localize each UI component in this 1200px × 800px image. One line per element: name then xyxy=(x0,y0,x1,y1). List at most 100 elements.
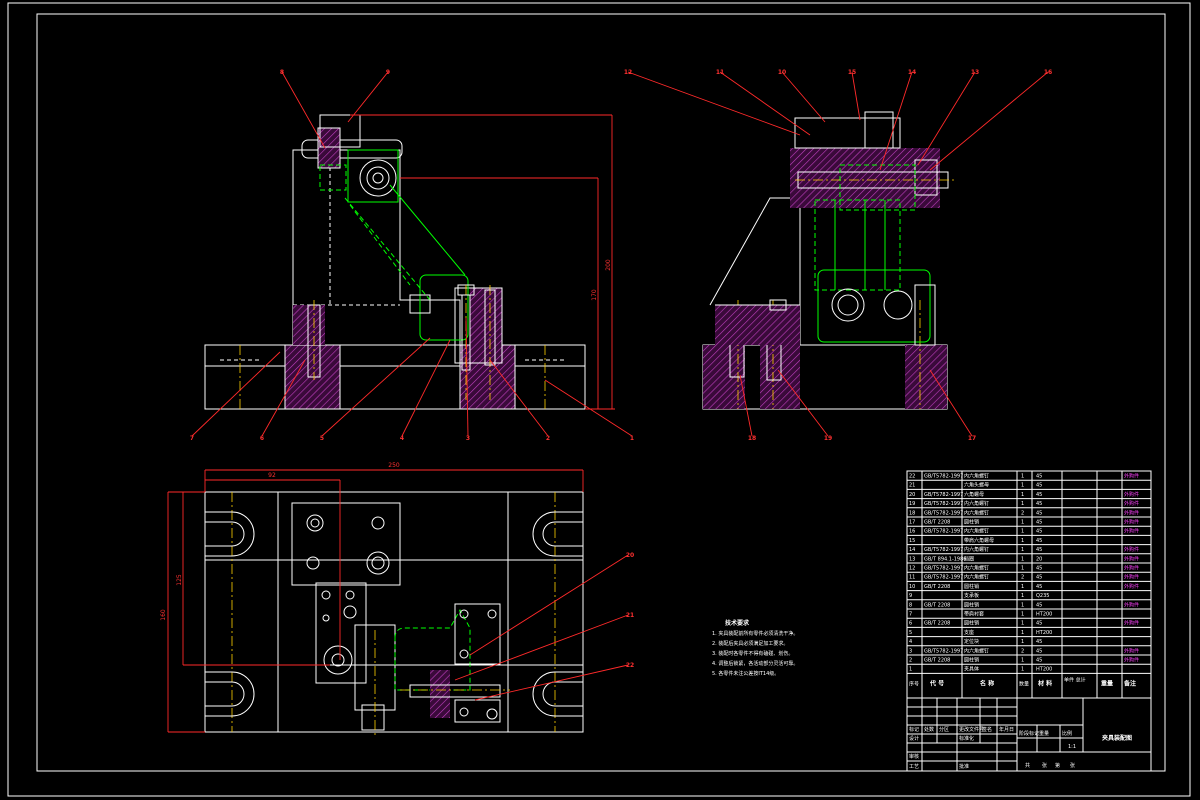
bom-row-no: 14 xyxy=(909,547,915,553)
bom-header-no: 序号 xyxy=(909,680,919,687)
bom-row-code: GB/T5782-1997 xyxy=(924,474,963,480)
technical-requirements: 技术要求 1. 夹具装配前所有零件必须清洗干净。 2. 装配后夹具必须满足加工要… xyxy=(712,619,798,677)
bom-row-qty: 1 xyxy=(1021,501,1024,507)
bom-row-material: 45 xyxy=(1036,492,1042,498)
bom-row-note: 外购件 xyxy=(1124,583,1139,590)
bom-row-name: 夹具体 xyxy=(964,666,979,673)
bom-row-qty: 2 xyxy=(1021,575,1024,581)
bom-row-material: 45 xyxy=(1036,584,1042,590)
bom-row-note: 外购件 xyxy=(1124,601,1139,608)
side-view xyxy=(702,111,955,410)
balloon-side-15: 15 xyxy=(848,69,856,76)
bom-row-qty: 1 xyxy=(1021,483,1024,489)
bom-row-qty: 1 xyxy=(1021,474,1024,480)
bom-row-material: 45 xyxy=(1036,529,1042,535)
bom-row-note: 外购件 xyxy=(1124,528,1139,535)
bom-row-qty: 1 xyxy=(1021,538,1024,544)
bom-row-no: 8 xyxy=(909,602,912,608)
bom-row-qty: 1 xyxy=(1021,566,1024,572)
bom-row-no: 11 xyxy=(909,575,915,581)
bom-row-note: 外购件 xyxy=(1124,620,1139,627)
plan-view: 250 92 160 125 xyxy=(160,462,584,735)
bom-row-no: 4 xyxy=(909,639,912,645)
tb-scale-value: 1:1 xyxy=(1068,744,1076,750)
bom-row-material: 45 xyxy=(1036,566,1042,572)
bom-row-name: 带肩六角螺母 xyxy=(964,537,994,544)
bom-row-no: 17 xyxy=(909,520,915,526)
bom-row-note: 外购件 xyxy=(1124,519,1139,526)
bom-row-note: 外购件 xyxy=(1124,509,1139,516)
tb-row-review: 审核 xyxy=(909,753,919,760)
bom-row-name: 支座 xyxy=(964,629,974,636)
tech-req-line-5: 5. 各零件未注公差按IT14级。 xyxy=(712,670,779,677)
bom-row-note: 外购件 xyxy=(1124,574,1139,581)
dim-plan-h1: 160 xyxy=(160,609,167,621)
tb-col-count: 处数 xyxy=(924,726,934,733)
bom-row-name: 内六角螺钉 xyxy=(964,528,989,535)
bom-row-no: 21 xyxy=(909,483,915,489)
tb-sheet-total-a: 共 xyxy=(1025,762,1030,769)
balloon-front-9: 9 xyxy=(386,69,390,76)
bom-row-no: 13 xyxy=(909,556,915,562)
tb-stage-mark: 阶段标记 xyxy=(1019,730,1039,737)
bom-row-name: 挡圈 xyxy=(964,555,974,562)
tb-std: 标准化 xyxy=(959,735,974,742)
balloon-side-10: 10 xyxy=(778,69,786,76)
bom-row-note: 外购件 xyxy=(1124,657,1139,664)
bom-row-qty: 1 xyxy=(1021,547,1024,553)
balloon-front-8: 8 xyxy=(280,69,284,76)
bom-row-material: HT200 xyxy=(1036,630,1052,636)
bom-row-code: GB/T5782-1997 xyxy=(924,547,963,553)
tb-weight: 重量 xyxy=(1039,730,1049,737)
tb-approve: 批准 xyxy=(959,763,969,770)
bom-row-code: GB/T 2208 xyxy=(924,520,950,526)
bom-row-note: 外购件 xyxy=(1124,546,1139,553)
balloon-front-4: 4 xyxy=(400,435,404,442)
bom-row-name: 圆柱销 xyxy=(964,657,979,664)
bom-row-no: 19 xyxy=(909,501,915,507)
bom-row-name: 内六角螺钉 xyxy=(964,500,989,507)
balloon-front-7: 7 xyxy=(190,435,194,442)
bom-header-qty: 数量 xyxy=(1019,680,1029,687)
bom-row-note: 外购件 xyxy=(1124,647,1139,654)
bom-row-name: 定位块 xyxy=(964,638,979,645)
bom-row-note: 外购件 xyxy=(1124,491,1139,498)
bom-row-code: GB/T 2208 xyxy=(924,658,950,664)
bom-row-no: 3 xyxy=(909,648,912,654)
bom-row-material: 45 xyxy=(1036,547,1042,553)
bom-row-material: 45 xyxy=(1036,648,1042,654)
bom-row-no: 6 xyxy=(909,621,912,627)
bom-row-qty: 1 xyxy=(1021,658,1024,664)
bom-row-name: 内六角螺钉 xyxy=(964,473,989,480)
bom-header-material: 材 料 xyxy=(1037,679,1052,687)
bom-row-code: GB/T 2208 xyxy=(924,621,950,627)
balloon-side-14: 14 xyxy=(908,69,916,76)
balloon-side-11: 11 xyxy=(716,69,724,76)
bom-row-qty: 1 xyxy=(1021,520,1024,526)
dim-plan-w2: 92 xyxy=(268,472,276,479)
tb-col-sign: 签名 xyxy=(982,726,992,733)
balloon-front-1: 1 xyxy=(630,435,634,442)
bom-row-note: 外购件 xyxy=(1124,500,1139,507)
balloon-side-13: 13 xyxy=(971,69,979,76)
drawing-name: 夹具装配图 xyxy=(1102,734,1132,742)
bom-row-code: GB/T 894.1-1986 xyxy=(924,556,966,562)
bom-row-name: 六角螺母 xyxy=(964,491,984,498)
bom-row-material: 45 xyxy=(1036,501,1042,507)
bom-row-no: 16 xyxy=(909,529,915,535)
bom-row-name: 内六角螺钉 xyxy=(964,574,989,581)
inner-border xyxy=(36,13,1166,772)
tb-sheet-total-b: 张 xyxy=(1042,762,1047,769)
bom-row-no: 1 xyxy=(909,667,912,673)
bom-row-name: 内六角螺钉 xyxy=(964,509,989,516)
bom-header-name: 名 称 xyxy=(980,679,994,687)
bom-row-material: 45 xyxy=(1036,621,1042,627)
bom-row-qty: 1 xyxy=(1021,639,1024,645)
bom-row-code: GB/T5782-1997 xyxy=(924,501,963,507)
bom-header-code: 代 号 xyxy=(929,679,944,687)
balloon-side-12: 12 xyxy=(624,69,632,76)
bom-row-name: 圆柱销 xyxy=(964,583,979,590)
tb-scale: 比例 xyxy=(1062,730,1072,737)
bom-row-qty: 1 xyxy=(1021,621,1024,627)
